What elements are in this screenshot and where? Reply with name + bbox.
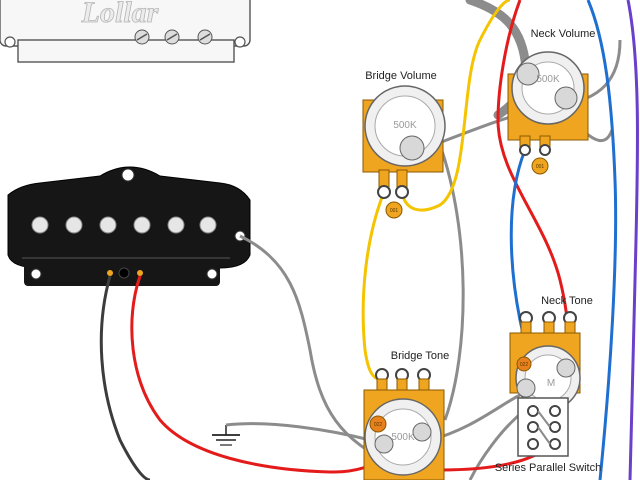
series-parallel-switch bbox=[517, 397, 569, 457]
pot-lug bbox=[395, 169, 409, 199]
bridge-pickup bbox=[7, 166, 251, 286]
pot-lug bbox=[542, 311, 556, 335]
bridge-volume-value: 500K bbox=[393, 120, 417, 131]
cover-screw bbox=[197, 29, 213, 45]
neck-volume-pot: 500K 001 bbox=[507, 51, 589, 175]
pot-lug bbox=[519, 311, 533, 335]
switch-lug bbox=[527, 421, 539, 433]
wire-yellow bbox=[361, 191, 386, 382]
pot-lug bbox=[395, 368, 409, 392]
wire-gray bbox=[225, 422, 371, 442]
capacitor: 022 bbox=[369, 415, 387, 433]
capacitor-label: 022 bbox=[520, 362, 529, 368]
switch-lug bbox=[527, 438, 539, 450]
wire-gray bbox=[239, 234, 396, 467]
neck-tone-label: Neck Tone bbox=[541, 295, 593, 307]
neck-pickup-cover: Lollar bbox=[0, 0, 251, 63]
capacitor-label: 022 bbox=[374, 422, 383, 428]
wire-blue bbox=[586, 0, 618, 480]
switch-lug bbox=[549, 438, 561, 450]
pole-piece bbox=[65, 216, 83, 234]
pole-piece bbox=[167, 216, 185, 234]
capacitor: 022 bbox=[516, 356, 532, 372]
ground-symbol bbox=[212, 425, 240, 446]
capacitor: 001 bbox=[385, 201, 403, 219]
wire-black bbox=[99, 275, 151, 480]
capacitor: 001 bbox=[531, 157, 549, 175]
pot-lug bbox=[519, 135, 531, 156]
cover-screw bbox=[134, 29, 150, 45]
neck-volume-value: 500K bbox=[536, 74, 560, 85]
switch-label: Series Parallel Switch bbox=[495, 462, 601, 474]
neck-tone-pot: M 022 bbox=[509, 311, 581, 411]
pot-lug bbox=[539, 135, 551, 156]
bridge-tone-label: Bridge Tone bbox=[391, 350, 450, 362]
cover-screw bbox=[164, 29, 180, 45]
pot-lug bbox=[417, 368, 431, 392]
pot-lug bbox=[377, 169, 391, 199]
pole-piece bbox=[199, 216, 217, 234]
capacitor-label: 001 bbox=[390, 208, 399, 214]
switch-lug bbox=[549, 421, 561, 433]
switch-lug bbox=[527, 405, 539, 417]
pole-piece bbox=[99, 216, 117, 234]
neck-volume-label: Neck Volume bbox=[531, 28, 596, 40]
capacitor-label: 001 bbox=[536, 164, 545, 170]
neck-tone-value: M bbox=[547, 378, 555, 389]
wire-yellow bbox=[400, 0, 511, 212]
lollar-logo: Lollar bbox=[81, 0, 159, 29]
wire-purple bbox=[626, 0, 640, 480]
pot-lug bbox=[375, 368, 389, 392]
bridge-tone-value: 500K bbox=[391, 432, 415, 443]
pot-lug bbox=[563, 311, 577, 335]
pole-piece bbox=[31, 216, 49, 234]
pole-piece bbox=[133, 216, 151, 234]
bridge-volume-pot: 500K 001 bbox=[362, 85, 446, 219]
switch-lug bbox=[549, 405, 561, 417]
bridge-volume-label: Bridge Volume bbox=[365, 70, 437, 82]
wire-gray bbox=[438, 144, 465, 421]
wire-red bbox=[130, 275, 403, 474]
bridge-tone-pot: 500K 022 bbox=[363, 368, 445, 480]
